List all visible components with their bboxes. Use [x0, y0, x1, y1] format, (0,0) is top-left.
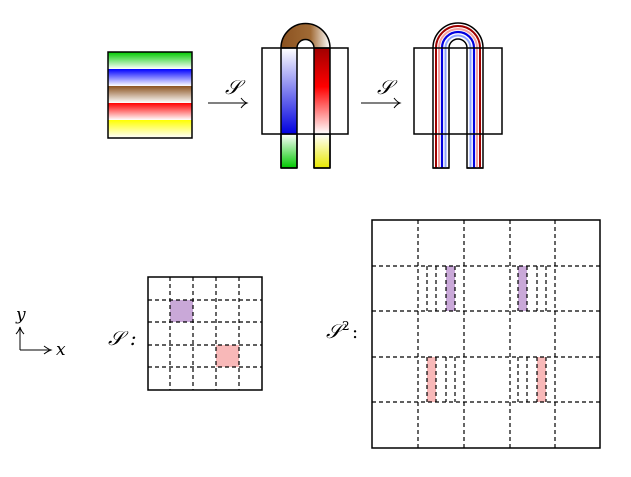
striped-square: [107, 51, 193, 139]
grid-s2-pink-strip-2: [537, 357, 546, 402]
grid-s: [147, 276, 263, 391]
grid-s-purple-cell: [170, 300, 193, 322]
axis-y-label: y: [15, 305, 26, 325]
svg-text:2: 2: [342, 319, 350, 333]
horseshoe-1: [261, 22, 349, 169]
horseshoe-2: [413, 22, 503, 169]
map-arrow-2: 𝒮: [361, 75, 402, 109]
grid-s2: [371, 219, 601, 449]
grid-s2-pink-strip-1: [427, 357, 436, 402]
grid-s2-purple-strip-1: [446, 266, 455, 311]
map-label-1: 𝒮: [225, 75, 246, 99]
axis-x-label: x: [56, 340, 66, 360]
grid-s-label: 𝒮 :: [108, 326, 137, 350]
map-arrow-1: 𝒮: [208, 75, 249, 109]
grid-s2-label: 𝒮 2 :: [326, 319, 358, 343]
axis-indicator: y x: [15, 305, 66, 360]
grid-s2-purple-strip-2: [518, 266, 527, 311]
svg-text::: :: [352, 322, 358, 343]
grid-s-pink-cell: [216, 345, 239, 367]
map-label-2: 𝒮: [377, 75, 398, 99]
